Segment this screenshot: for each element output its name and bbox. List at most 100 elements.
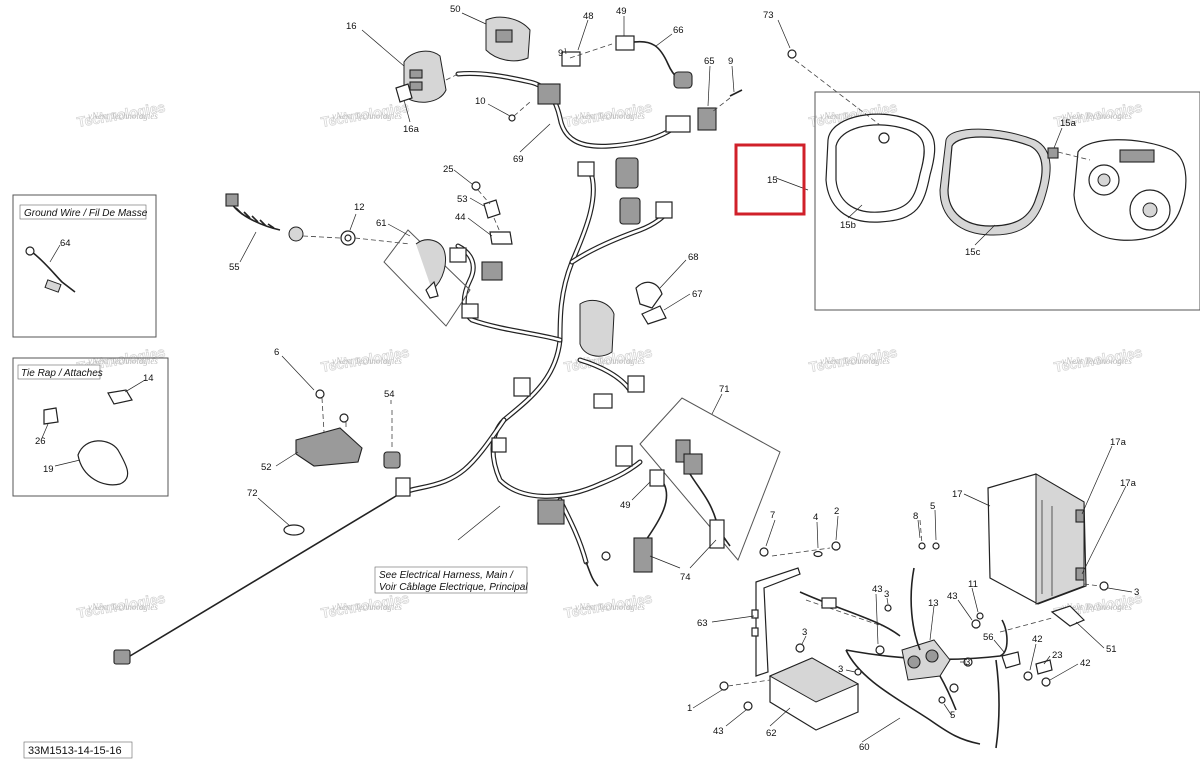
watermark: Technologies vNext Technologies (1052, 343, 1144, 375)
drawing-line (519, 123, 551, 153)
callout-62: 62 (766, 728, 777, 739)
callout-61: 61 (376, 218, 387, 229)
drawing-circle (932, 542, 940, 550)
connector-65 (697, 107, 717, 131)
reference-note: See Electrical Harness, Main / Voir Câbl… (374, 505, 528, 594)
drawing-rect (481, 261, 503, 281)
callout-4: 4 (813, 512, 818, 523)
drawing-line (1043, 655, 1051, 665)
label-text: vNext Technologies (575, 111, 645, 121)
callout-17a-bot: 17a (1120, 478, 1137, 489)
callout-56: 56 (983, 632, 994, 643)
drawing-line (349, 213, 357, 231)
drawing-circle (1142, 202, 1158, 218)
drawing-rect (615, 445, 633, 467)
callout-1: 1 (687, 703, 692, 714)
label-text: vNext Technologies (88, 602, 158, 612)
gauge-cluster (1073, 139, 1187, 241)
drawing-circle (759, 547, 769, 557)
drawing-circle (339, 413, 349, 423)
drawing-circle (471, 181, 481, 191)
drawing-rect (23, 741, 133, 759)
drawing-path (425, 280, 439, 299)
drawing-rect (491, 437, 507, 453)
callout-49a: 49 (616, 6, 627, 17)
label-text: vNext Technologies (575, 356, 645, 366)
callout-55: 55 (229, 262, 240, 273)
drawing-circle (601, 551, 611, 561)
drawing-line (963, 493, 991, 507)
drawing-line (993, 639, 1005, 653)
drawing-rect (495, 29, 513, 43)
drawing-path (456, 72, 682, 148)
watermark: Technologies vNext Technologies (75, 98, 167, 130)
drawing-line (801, 635, 807, 645)
drawing-circle (1099, 581, 1109, 591)
drawing-path (398, 418, 506, 496)
note-line-1: See Electrical Harness, Main / (379, 570, 514, 581)
watermark: Technologies vNext Technologies (319, 343, 411, 375)
drawing-line (725, 709, 747, 727)
drawing-rect (709, 519, 725, 549)
label-text: vNext Technologies (332, 602, 402, 612)
drawing-line (469, 197, 485, 207)
lens-inner (947, 136, 1043, 227)
callout-71: 71 (719, 384, 730, 395)
drawing-rect (593, 393, 613, 409)
drawing-line (302, 235, 341, 239)
drawing-circle (508, 114, 516, 122)
drawing-line (1029, 643, 1037, 671)
watermark: Technologies vNext Technologies (319, 589, 411, 621)
drawing-line (513, 101, 531, 117)
callout-26: 26 (35, 436, 46, 447)
drawing-line (54, 459, 81, 467)
drawing-line (649, 555, 681, 569)
drawing-line (692, 689, 723, 709)
drawing-line (659, 259, 687, 289)
callout-64: 64 (60, 238, 71, 249)
drawing-line (655, 33, 673, 47)
callout-25: 25 (443, 164, 454, 175)
callout-3a: 3 (965, 657, 970, 668)
drawing-rect (627, 375, 645, 393)
label-text: vNext Technologies (332, 111, 402, 121)
callout-43a: 43 (872, 584, 883, 595)
drawing-path (578, 358, 632, 392)
drawing-line (711, 97, 731, 113)
drawing-rect (821, 597, 837, 609)
drawing-rect (1075, 567, 1085, 581)
connector-15a (1047, 147, 1059, 159)
drawing-line (387, 223, 411, 237)
callout-65: 65 (704, 56, 715, 67)
drawing-line (886, 597, 889, 605)
callout-43c: 43 (713, 726, 724, 737)
reference-code-text: 33M1513-14-15-16 (28, 745, 122, 757)
watermark: Technologies vNext Technologies (319, 98, 411, 130)
callout-14: 14 (143, 373, 154, 384)
drawing-rect (673, 71, 693, 89)
drawing-line (769, 707, 791, 727)
drawing-line (361, 29, 405, 67)
callout-11: 11 (968, 579, 978, 590)
drawing-rect (461, 303, 479, 319)
drawing-line (727, 679, 771, 687)
drawing-path (455, 243, 563, 343)
gauge-cluster-group: 15a 15 15b 15c 73 (763, 10, 1200, 311)
drawing-circle (854, 668, 862, 676)
drawing-line (999, 617, 1053, 633)
drawing-rect (577, 161, 595, 177)
callout-50: 50 (450, 4, 461, 15)
drawing-rect (12, 194, 157, 338)
drawing-rect (649, 469, 665, 487)
bracket-53 (483, 199, 501, 219)
drawing-line (1081, 485, 1127, 575)
coil-cord-55 (231, 203, 281, 231)
drawing-path (799, 591, 901, 637)
callout-16a: 16a (403, 124, 420, 135)
drawing-line (1075, 621, 1105, 649)
drawing-line (239, 231, 257, 263)
label-text: vNext Technologies (1062, 111, 1132, 121)
drawing-line (663, 293, 691, 311)
callout-43b: 43 (947, 591, 958, 602)
